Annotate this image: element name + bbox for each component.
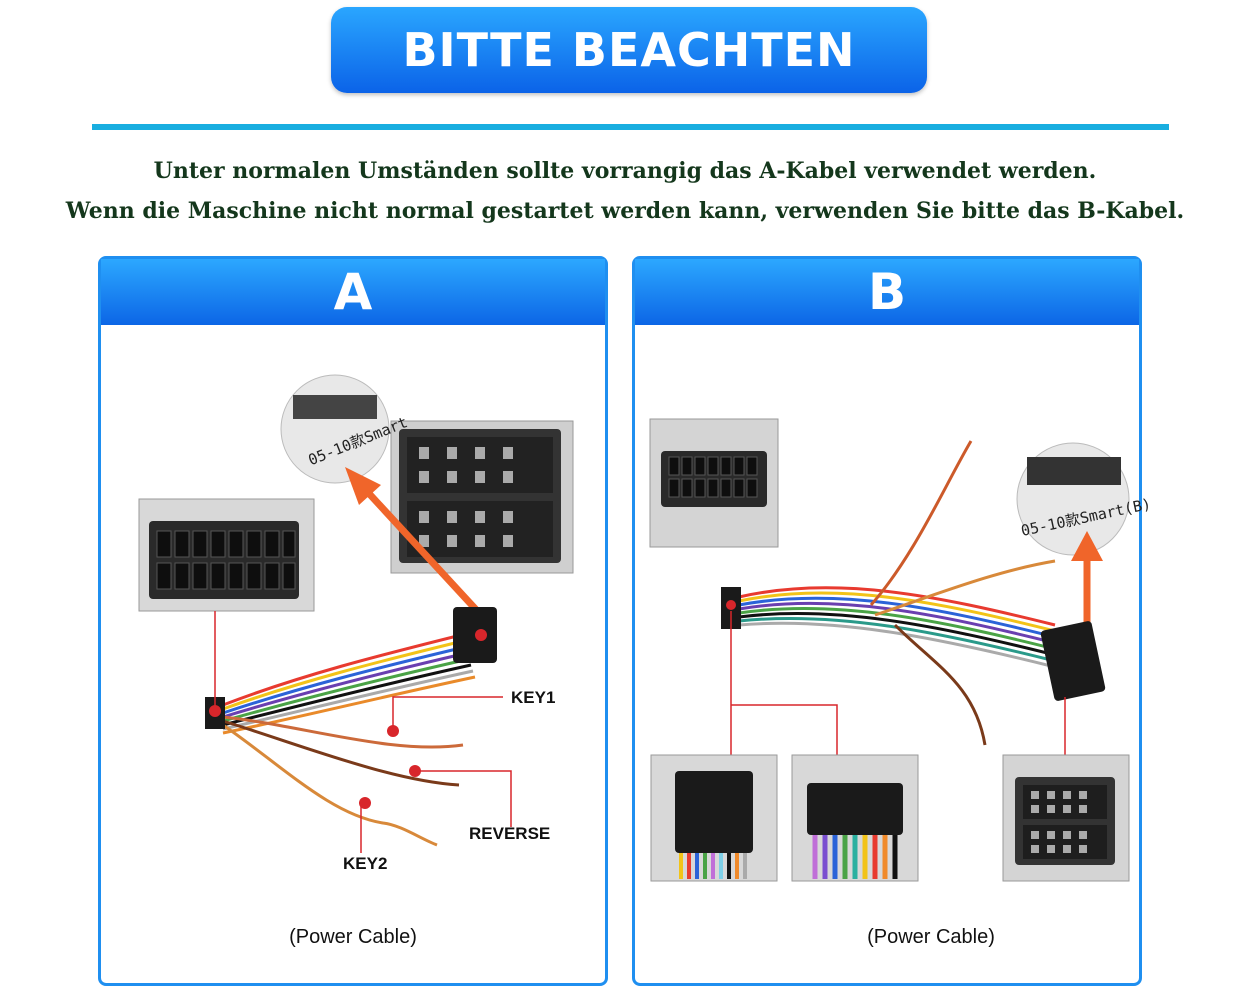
panel-b-header: B xyxy=(635,259,1139,325)
note-line-2: Wenn die Maschine nicht normal gestartet… xyxy=(65,198,1185,224)
panel-b-diagram: 05-10款Smart(B) xyxy=(649,418,1153,948)
panel-b-caption: (Power Cable) xyxy=(867,926,995,948)
wire-harness xyxy=(738,440,1056,746)
marker-dot xyxy=(475,629,487,641)
panel-a-caption: (Power Cable) xyxy=(289,926,417,948)
callout-lines xyxy=(730,611,1066,755)
wire-harness xyxy=(222,633,476,847)
marker-dot xyxy=(209,705,221,717)
plug-wires-photo xyxy=(650,754,778,882)
plug-wires-photo xyxy=(791,754,919,882)
panel-b-title: B xyxy=(867,263,907,321)
pointer-arrow xyxy=(345,467,484,618)
title-banner: BITTE BEACHTEN xyxy=(331,7,927,93)
panel-a-header: A xyxy=(101,259,605,325)
callout-lines xyxy=(214,611,512,853)
marker-dot xyxy=(359,797,371,809)
label-reverse: REVERSE xyxy=(469,824,550,843)
harness-plug-right xyxy=(1040,621,1106,701)
divider-rule xyxy=(92,124,1169,130)
iso-connector-photo xyxy=(390,420,574,574)
label-key1: KEY1 xyxy=(511,688,555,707)
panel-a: A 05-10款Sm xyxy=(98,256,608,986)
note-line-1: Unter normalen Umständen sollte vorrangi… xyxy=(153,158,1097,184)
panel-b: B 05-10款Smart(B) xyxy=(632,256,1153,986)
title-text: BITTE BEACHTEN xyxy=(402,23,856,77)
iso-connector-photo xyxy=(1002,754,1130,882)
plug-16pin-photo xyxy=(649,418,779,548)
plug-16pin-photo xyxy=(138,498,315,612)
label-key2: KEY2 xyxy=(343,854,387,873)
marker-dot xyxy=(409,765,421,777)
panel-a-title: A xyxy=(333,263,373,321)
panel-a-diagram: 05-10款Smart xyxy=(138,374,574,948)
marker-dot xyxy=(387,725,399,737)
marker-dot xyxy=(726,600,736,610)
